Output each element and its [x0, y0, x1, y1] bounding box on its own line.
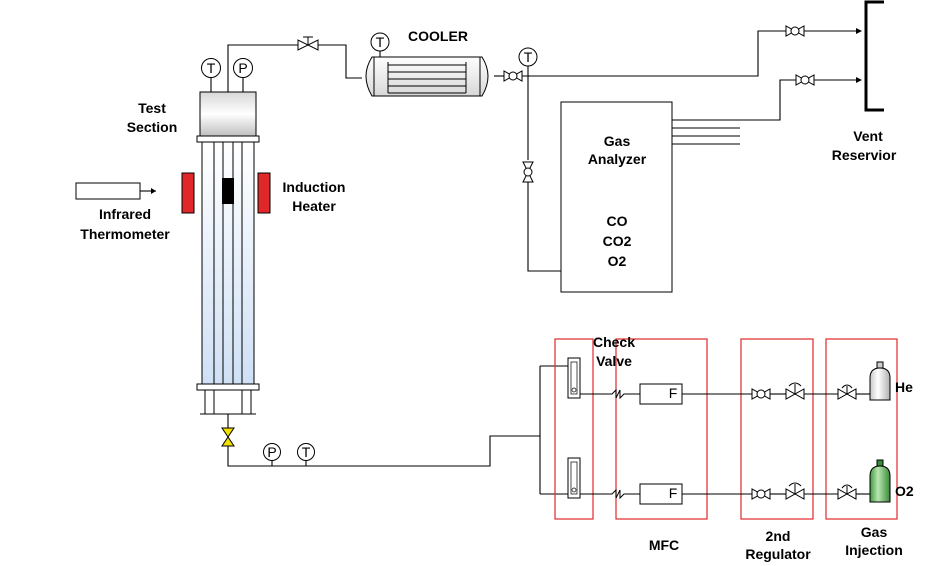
he-regulator-valve: [785, 382, 805, 400]
check-valve-o2: [602, 488, 640, 500]
sample-block: [222, 178, 234, 204]
heater-label: Heater: [292, 198, 336, 214]
o2-cylinder-valve: [837, 484, 857, 500]
svg-text:T: T: [376, 34, 385, 50]
gas-label: Gas: [861, 524, 888, 540]
infrared-thermometer: [75, 182, 141, 200]
he-cylinder-valve: [837, 384, 857, 400]
gas-analyzer: [560, 101, 673, 293]
induction-label: Induction: [283, 179, 346, 195]
test-section: [196, 91, 260, 415]
temperature-gauge-cooler: T: [370, 32, 390, 57]
thermometer-label: Thermometer: [80, 226, 170, 242]
temperature-gauge-bottom: T: [297, 443, 315, 466]
second-label: 2nd: [766, 528, 791, 544]
mfc-label: MFC: [649, 537, 679, 553]
gas-analyzer-label-2: Analyzer: [588, 151, 647, 167]
pressure-gauge-bottom: P: [263, 443, 281, 466]
check-valve-he: [602, 388, 640, 400]
flowmeter-lower: [567, 457, 581, 499]
test-label: Test: [138, 100, 166, 116]
injection-label: Injection: [845, 542, 903, 558]
he-ball-valve: [751, 388, 771, 400]
outlet-needle-valve: [297, 36, 319, 51]
co2-label: CO2: [603, 233, 632, 249]
induction-heater-left: [181, 172, 195, 214]
flowmeter-upper: [567, 357, 581, 399]
check-label: Check: [593, 334, 635, 350]
svg-text:F: F: [669, 385, 678, 401]
svg-text:P: P: [267, 444, 276, 460]
vent-valve-2: [795, 74, 815, 86]
regulator-label: Regulator: [745, 546, 811, 562]
vent-label: Vent: [853, 128, 883, 144]
mfc-box: [615, 338, 708, 520]
temperature-gauge-outlet: T: [518, 47, 538, 76]
inlet-drain-valve: [221, 427, 235, 447]
reservoir-label: Reservior: [832, 147, 897, 163]
svg-text:T: T: [207, 60, 216, 76]
mfc-he: F: [639, 383, 683, 405]
svg-text:T: T: [524, 49, 533, 65]
valve-label: Valve: [596, 353, 632, 369]
mfc-o2: F: [639, 483, 683, 505]
o2-cylinder-label: O2: [895, 483, 914, 499]
svg-text:T: T: [302, 444, 311, 460]
vent-valve-1: [785, 25, 805, 37]
gas-analyzer-label-1: Gas: [604, 133, 631, 149]
he-label: He: [895, 379, 913, 395]
gas-injection-box: [825, 338, 898, 520]
cooler-outlet-ball-valve: [503, 70, 523, 82]
temperature-gauge-top: T: [201, 58, 221, 92]
section-label: Section: [127, 119, 178, 135]
induction-heater-right: [257, 172, 271, 214]
infrared-label: Infrared: [99, 206, 151, 222]
regulator-box: [740, 338, 814, 520]
pressure-gauge-top: P: [233, 58, 253, 92]
check-valve-box: [554, 338, 594, 520]
co-label: CO: [607, 213, 628, 229]
o2-cylinder: [869, 459, 891, 503]
o2-ball-valve: [751, 488, 771, 500]
o2-regulator-valve: [785, 482, 805, 500]
cooler: [365, 56, 489, 97]
vent-reservoir: [864, 0, 884, 112]
o2-measure-label: O2: [608, 253, 627, 269]
analyzer-sample-valve: [522, 161, 534, 183]
svg-text:P: P: [238, 60, 247, 76]
svg-text:F: F: [669, 485, 678, 501]
he-cylinder: [869, 361, 891, 401]
cooler-label: COOLER: [408, 28, 468, 44]
